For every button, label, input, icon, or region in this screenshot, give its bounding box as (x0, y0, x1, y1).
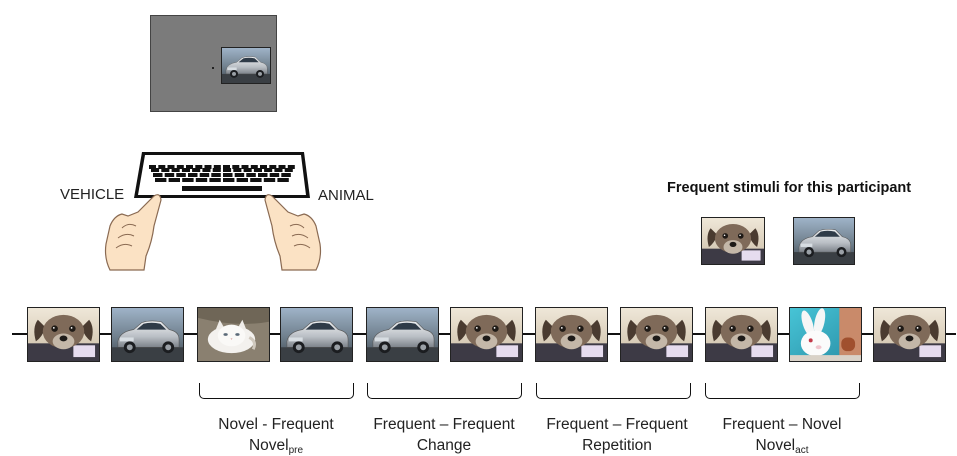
condition-caption: Frequent – Frequent Repetition (532, 414, 702, 456)
fixation-dot (212, 67, 214, 69)
condition-name: Novel - Frequent (218, 416, 334, 433)
bracket-change (367, 383, 522, 399)
stimulus-car-image (280, 307, 353, 362)
stimulus-dog-image (873, 307, 946, 362)
condition-name: Frequent – Frequent (373, 416, 515, 433)
bracket-novel-pre (199, 383, 354, 399)
right-hand-icon (256, 186, 328, 277)
stimulus-cat-image (197, 307, 270, 362)
screen-car-image (221, 47, 271, 84)
stimulus-rabbit-image (789, 307, 862, 362)
condition-name: Frequent – Novel (722, 416, 842, 433)
stimulus-dog-image (620, 307, 693, 362)
condition-caption: Frequent – Novel Novelact (697, 414, 867, 456)
bracket-repetition (536, 383, 691, 399)
stimulus-dog-image (535, 307, 608, 362)
condition-label: Change (416, 437, 472, 454)
frequent-stimuli-title: Frequent stimuli for this participant (667, 180, 912, 196)
stimulus-dog-image (450, 307, 523, 362)
left-hand-icon (98, 186, 170, 277)
frequent-dog-image (701, 217, 765, 265)
condition-caption: Frequent – Frequent Change (359, 414, 529, 456)
bracket-novel-act (705, 383, 860, 399)
condition-label: Repetition (582, 437, 652, 454)
keyboard-icon (134, 150, 310, 205)
trial-screen (150, 15, 277, 112)
animal-response-label: ANIMAL (318, 187, 374, 204)
stimulus-dog-image (27, 307, 100, 362)
condition-caption: Novel - Frequent Novelpre (191, 414, 361, 456)
stimulus-car-image (111, 307, 184, 362)
condition-label: Novelact (755, 437, 809, 456)
condition-label: Novelpre (248, 437, 304, 456)
stimulus-dog-image (705, 307, 778, 362)
condition-name: Frequent – Frequent (546, 416, 688, 433)
stimulus-car-image (366, 307, 439, 362)
frequent-car-image (793, 217, 855, 265)
vehicle-response-label: VEHICLE (60, 186, 125, 203)
